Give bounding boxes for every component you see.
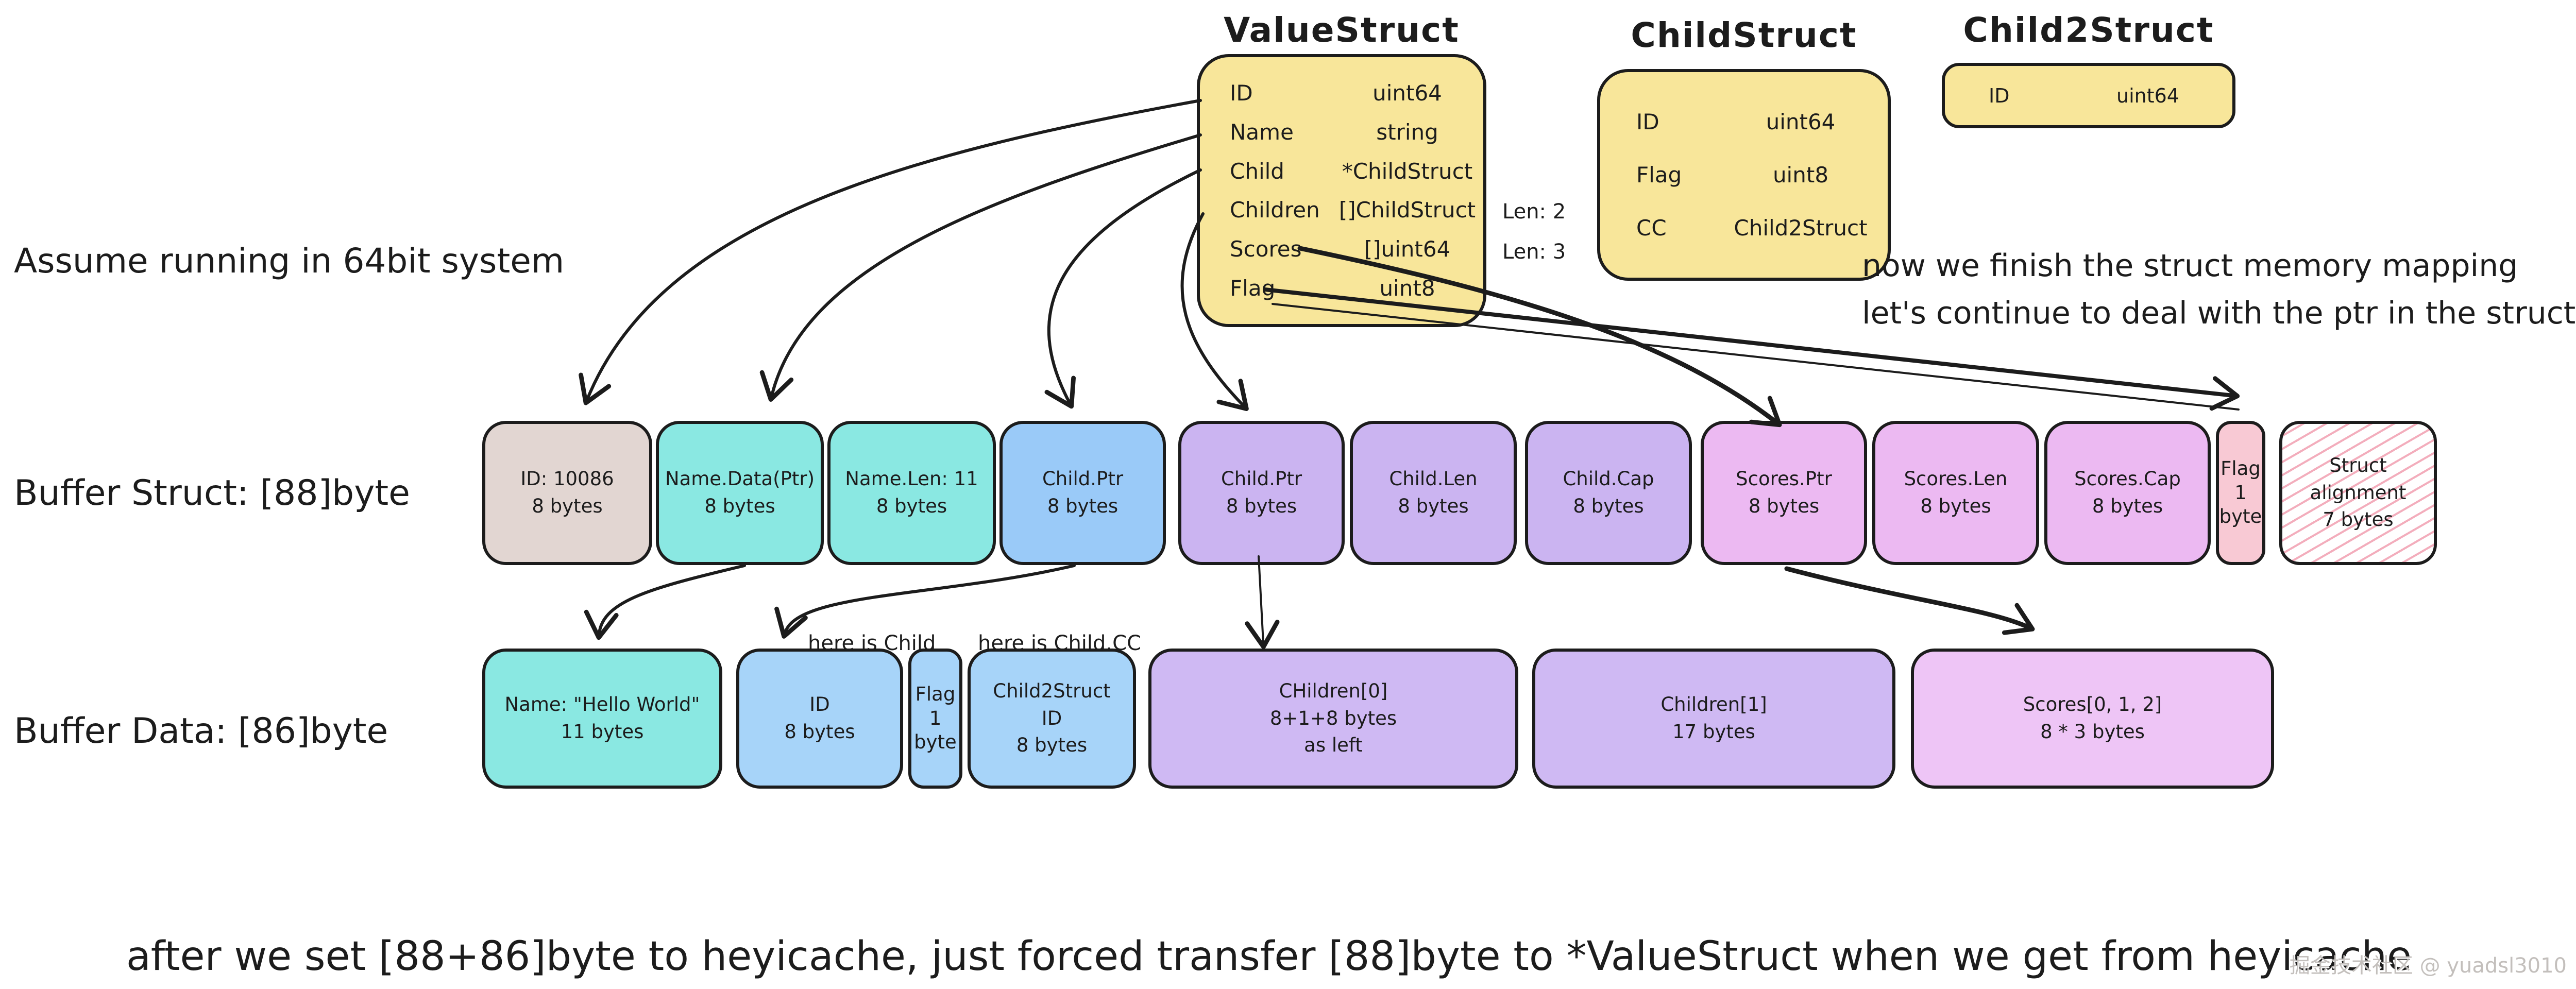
finish-note: now we finish the struct memory mapping …	[1862, 242, 2575, 337]
field-name: Flag	[1230, 276, 1276, 301]
assumption-note: Assume running in 64bit system	[14, 241, 565, 281]
cell-child-id: ID 8 bytes	[736, 649, 903, 789]
cell-children-1: Children[1] 17 bytes	[1532, 649, 1895, 789]
cell-name-len: Name.Len: 11 8 bytes	[827, 421, 996, 565]
arrow-name-field-to-name-data-cell	[759, 133, 1202, 402]
cell-child-flag: Flag 1 byte	[908, 649, 962, 789]
arrow-child-field-to-child-ptr-cell	[1044, 168, 1202, 409]
cell-struct-alignment: Struct alignment 7 bytes	[2279, 421, 2437, 565]
cell-child2struct-id: Child2Struct ID 8 bytes	[968, 649, 1136, 789]
cell-id-10086: ID: 10086 8 bytes	[482, 421, 652, 565]
child2-struct-box: ID uint64	[1942, 63, 2235, 128]
struct-field-row: Child *ChildStruct	[1200, 159, 1483, 184]
arrow-children-ptr-to-children0-cell	[1245, 555, 1280, 650]
buffer-data-row: Name: "Hello World" 11 bytes ID 8 bytes …	[482, 649, 2285, 789]
buffer-struct-row: ID: 10086 8 bytes Name.Data(Ptr) 8 bytes…	[482, 421, 2440, 565]
field-name: ID	[1230, 80, 1253, 106]
field-name: Flag	[1636, 162, 1682, 187]
cell-name-hello-world: Name: "Hello World" 11 bytes	[482, 649, 722, 789]
child-struct-title: ChildStruct	[1631, 15, 1857, 55]
struct-field-row: Scores []uint64	[1200, 236, 1483, 262]
cell-scores-data: Scores[0, 1, 2] 8 * 3 bytes	[1911, 649, 2274, 789]
bottom-note: after we set [88+86]byte to heyicache, j…	[126, 933, 2412, 980]
field-type: string	[1376, 119, 1438, 145]
field-name: Child	[1230, 158, 1284, 184]
field-name: Children	[1230, 197, 1320, 223]
field-name: Name	[1230, 119, 1294, 145]
field-type: uint64	[1766, 109, 1836, 134]
children-len-label: Len: 2	[1502, 200, 1566, 224]
arrow-child-ptr-to-child-id-cell	[774, 564, 1076, 639]
field-name: Scores	[1230, 236, 1302, 262]
finish-note-line2: let's continue to deal with the ptr in t…	[1862, 295, 2576, 331]
cell-flag: Flag 1 byte	[2216, 421, 2265, 565]
arrow-name-data-to-name-value-cell	[584, 564, 746, 640]
field-type: uint8	[1379, 276, 1435, 301]
cell-children-slice-cap: Child.Cap 8 bytes	[1525, 421, 1692, 565]
field-name: ID	[1636, 109, 1659, 134]
watermark: 掘金技术社区 @ yuadsl3010	[2289, 954, 2567, 978]
field-type: uint64	[1372, 80, 1442, 106]
cell-child-ptr: Child.Ptr 8 bytes	[999, 421, 1166, 565]
value-struct-box: ID uint64 Name string Child *ChildStruct…	[1197, 54, 1486, 327]
cell-scores-ptr: Scores.Ptr 8 bytes	[1701, 421, 1867, 565]
buffer-struct-label: Buffer Struct: [88]byte	[14, 473, 410, 514]
cell-scores-cap: Scores.Cap 8 bytes	[2044, 421, 2211, 565]
struct-field-row: Children []ChildStruct	[1200, 197, 1483, 223]
field-type: Child2Struct	[1734, 215, 1868, 241]
field-type: uint8	[1772, 162, 1829, 187]
field-type: uint64	[2116, 84, 2179, 107]
cell-children-slice-len: Child.Len 8 bytes	[1350, 421, 1517, 565]
field-name: CC	[1636, 215, 1667, 241]
child-struct-box: ID uint64 Flag uint8 CC Child2Struct	[1597, 69, 1891, 281]
struct-field-row: Name string	[1200, 120, 1483, 145]
arrow-scores-ptr-to-scores-data-cell	[1784, 566, 2035, 635]
struct-field-row: ID uint64	[1600, 109, 1888, 134]
buffer-data-label: Buffer Data: [86]byte	[14, 711, 388, 752]
field-type: *ChildStruct	[1342, 158, 1473, 184]
struct-field-row: Flag uint8	[1600, 162, 1888, 187]
cell-children-0: CHildren[0] 8+1+8 bytes as left	[1148, 649, 1518, 789]
cell-scores-len: Scores.Len 8 bytes	[1872, 421, 2039, 565]
finish-note-line1: now we finish the struct memory mapping	[1862, 248, 2518, 284]
struct-field-row: ID uint64	[1200, 80, 1483, 106]
field-type: []uint64	[1364, 236, 1451, 262]
scores-len-label: Len: 3	[1502, 240, 1566, 264]
child2-struct-title: Child2Struct	[1963, 10, 2214, 50]
struct-field-row: ID uint64	[1945, 66, 2232, 125]
arrow-id-field-to-id-cell	[579, 99, 1202, 405]
struct-field-row: CC Child2Struct	[1600, 215, 1888, 241]
value-struct-title: ValueStruct	[1224, 10, 1460, 50]
struct-field-row: Flag uint8	[1200, 276, 1483, 301]
cell-children-slice-ptr: Child.Ptr 8 bytes	[1178, 421, 1345, 565]
field-name: ID	[1989, 84, 2010, 107]
field-type: []ChildStruct	[1338, 197, 1476, 223]
cell-name-data-ptr: Name.Data(Ptr) 8 bytes	[656, 421, 824, 565]
